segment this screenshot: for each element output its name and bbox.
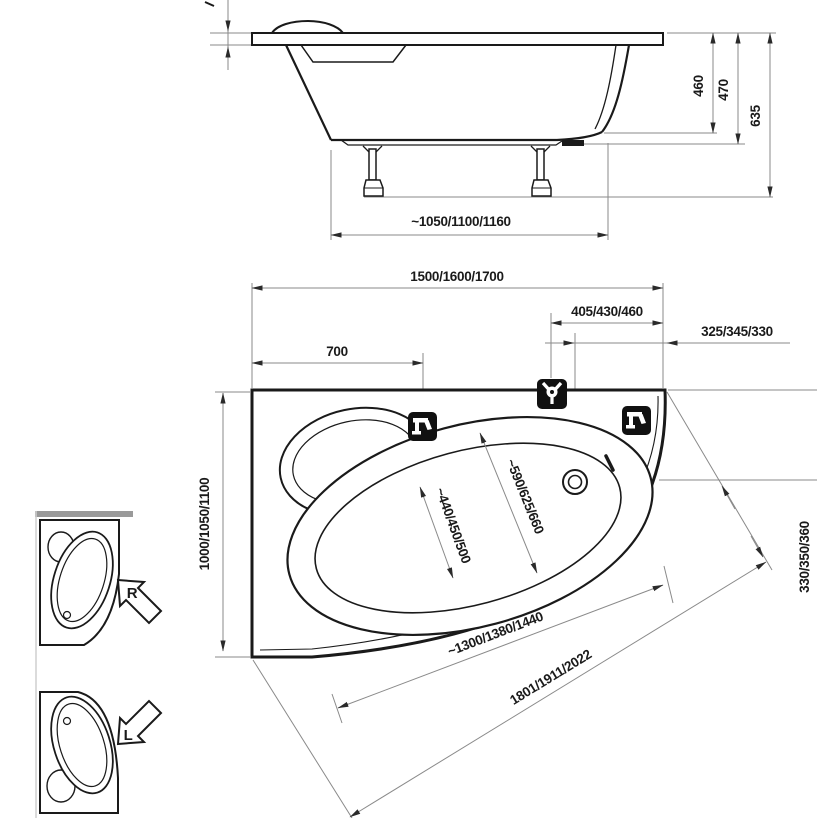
drain-icon-small: [62, 610, 72, 620]
overflow-mark: [604, 454, 615, 472]
headrest-profile: [271, 19, 344, 34]
faucet-icon-left: [408, 412, 437, 441]
dim-label-total-height: 635: [748, 104, 763, 126]
right-wall-inner: [594, 44, 617, 130]
dim-label-length: 1500/1600/1700: [410, 269, 503, 284]
right-arrow-icon: [116, 578, 163, 625]
base-skirt: [340, 139, 563, 146]
rim-profile: [251, 32, 664, 46]
left-arrow-icon: [116, 699, 163, 746]
dim-label-leg-spacing: ~1050/1100/1160: [411, 214, 511, 229]
right-variant-label: R: [127, 585, 138, 602]
dim-label-width: 1000/1050/1100: [197, 478, 212, 571]
divider-bar: [35, 511, 133, 517]
dim-label-depth-inner: 460: [691, 75, 706, 97]
side-view: 460 470 635 ~1050/1100/1160: [204, 0, 776, 240]
dim-label-corner-offset: 330/350/360: [797, 521, 812, 593]
dim-label-drain-offset: 325/345/330: [701, 324, 773, 339]
variant-left-thumbnail[interactable]: L: [39, 689, 163, 814]
plan-view: 1500/1600/1700 405/430/460 325/345/330 7…: [197, 269, 817, 818]
dim-label-mixer-offset: 405/430/460: [571, 304, 643, 319]
drain-icon: [562, 469, 588, 495]
drain-inner: [567, 474, 583, 490]
mixer-icon: [537, 379, 567, 409]
dim-label-depth-outer: 470: [716, 79, 731, 101]
faucet-icon-right: [622, 406, 651, 435]
variant-selector: R L: [35, 511, 163, 818]
right-wall: [601, 44, 631, 133]
variant-right-thumbnail[interactable]: R: [39, 519, 163, 646]
cropped-dimension-mark: [204, 1, 215, 7]
tub-bottom: [331, 131, 603, 142]
dim-label-faucet-offset: 700: [326, 344, 348, 359]
dim-label-front-length: 1801/1911/2022: [507, 647, 594, 708]
left-wall: [285, 44, 332, 141]
drain-icon-small: [62, 716, 72, 726]
drain-outlet: [562, 140, 584, 146]
left-variant-label: L: [124, 727, 133, 744]
seat-recess: [300, 44, 407, 63]
